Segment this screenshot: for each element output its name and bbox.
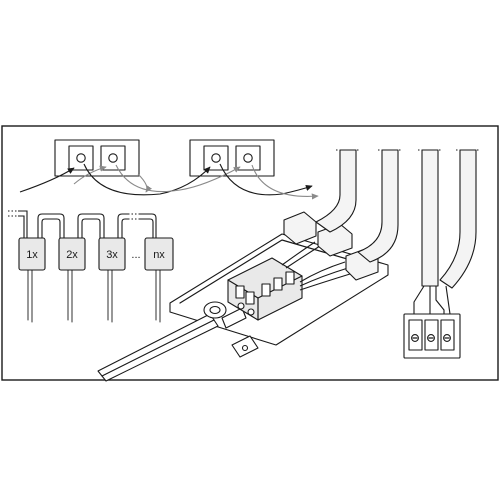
driver-n: nx [144,237,174,271]
driver-label-2: 2x [66,249,78,261]
wago-connector [227,257,303,321]
driver-label-1: 1x [26,249,38,261]
driver-3: 3x [98,237,126,271]
driver-ellipsis: ... [131,249,140,261]
cable-clamp [203,301,247,329]
driver-2: 2x [58,237,86,271]
loop-wiring-arrows [19,163,319,200]
terminal-block [403,313,461,359]
terminal-wires [413,285,451,315]
driver-label-n: nx [153,249,165,261]
connector-wires [281,241,351,291]
supply-cables-right [418,149,480,289]
driver-1: 1x [18,237,46,271]
flat-cable [97,313,219,382]
driver-chain: 1x 2x 3x ... nx [8,210,174,323]
driver-label-3: 3x [106,249,118,261]
supply-cables-center [315,149,402,263]
